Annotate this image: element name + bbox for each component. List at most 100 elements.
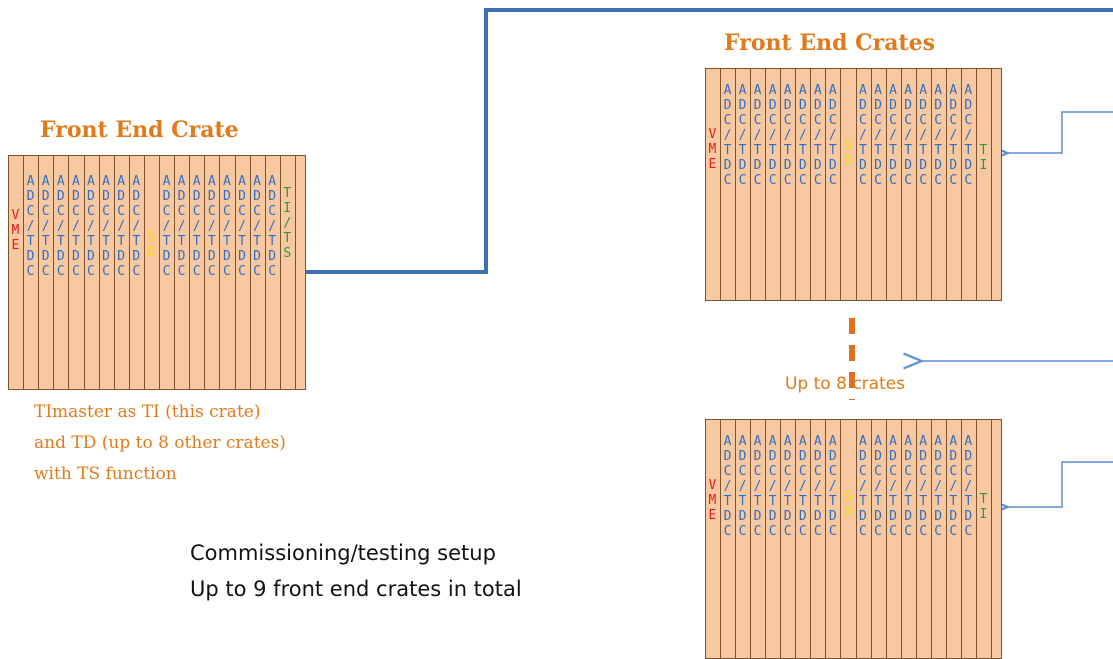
crate-slot-divider [781, 69, 797, 300]
crate-slot-divider [54, 156, 70, 389]
crate-slot-divider [160, 156, 176, 389]
crate-slot-divider [857, 420, 872, 658]
crate-slot-divider [917, 69, 932, 300]
trigger-fiber-link [306, 8, 1113, 274]
crate-slot-divider [977, 69, 992, 300]
crate-slot-divider [706, 69, 722, 300]
crate-slot-divider [796, 69, 812, 300]
crate-slot-divider [766, 420, 782, 658]
crate-slot-divider [811, 420, 827, 658]
crate-slot-divider [902, 69, 917, 300]
crate-slot-divider [736, 420, 752, 658]
crate-slot-divider [751, 420, 767, 658]
crate-slot-divider [947, 69, 962, 300]
note-line: TImaster as TI (this crate) [34, 402, 261, 422]
caption-line: Commissioning/testing setup [190, 541, 496, 565]
crate-slot-divider [175, 156, 191, 389]
crate-slot-divider [962, 420, 977, 658]
crate-slot-divider [902, 420, 917, 658]
crate-slot-divider [205, 156, 221, 389]
crate-slot-divider [39, 156, 55, 389]
crate-slot-divider [872, 69, 887, 300]
crate-slot-divider [721, 420, 737, 658]
crate-slot-divider [841, 69, 857, 300]
crate-slot-divider [841, 420, 857, 658]
crate-slot-divider [917, 420, 932, 658]
note-line: with TS function [34, 464, 177, 484]
note-line: and TD (up to 8 other crates) [34, 433, 286, 453]
crate-slot-divider [826, 420, 842, 658]
crate-slot-divider [977, 420, 992, 658]
crate-slot-divider [721, 69, 737, 300]
crate-slot-divider [766, 69, 782, 300]
crate-slot-divider [251, 156, 266, 389]
setup-caption: Commissioning/testing setup Up to 9 fron… [190, 535, 522, 607]
crate-slot-divider [781, 420, 797, 658]
crate-slot-divider [826, 69, 842, 300]
crate-slot-divider [887, 69, 902, 300]
left-crate-title: Front End Crate [40, 117, 239, 143]
crate-slot-divider [932, 420, 947, 658]
crate-slot-divider [145, 156, 160, 389]
caption-line: Up to 9 front end crates in total [190, 577, 522, 601]
crate-slot-divider [69, 156, 85, 389]
crate-slot-divider [100, 156, 115, 389]
crate-slot-divider [962, 69, 977, 300]
right-crates-title: Front End Crates [724, 30, 936, 56]
crate-slot-divider [857, 69, 872, 300]
crate-slot-divider [130, 156, 145, 389]
crate-slot-divider [872, 420, 887, 658]
crate-slot-divider [24, 156, 40, 389]
crate-slot-divider [115, 156, 130, 389]
crate-slot-divider [281, 156, 296, 389]
timaster-note: TImaster as TI (this crate) and TD (up t… [34, 397, 286, 490]
